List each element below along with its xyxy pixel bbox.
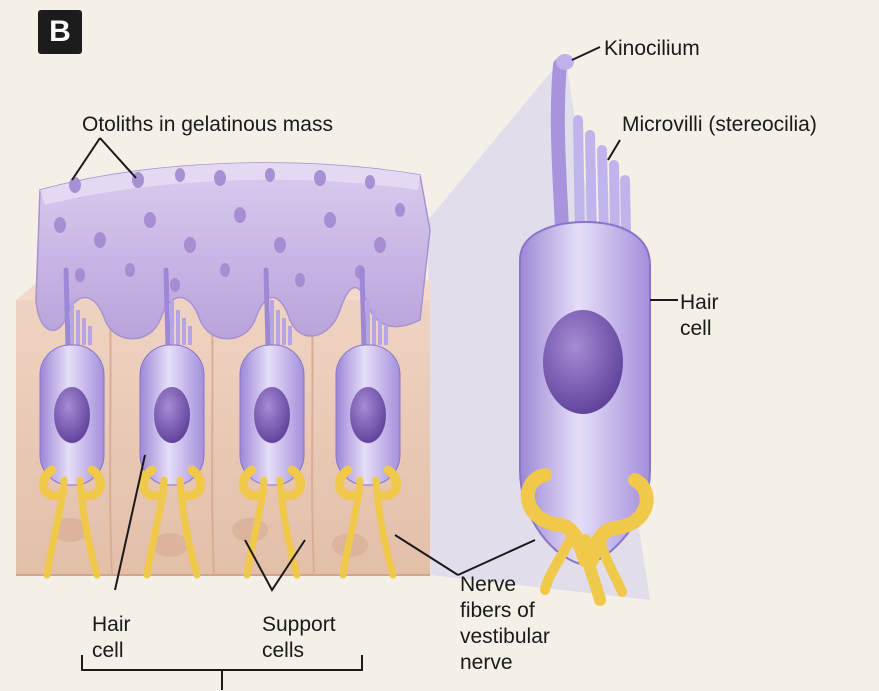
support-cells-label: Support cells — [262, 613, 336, 662]
bracket — [81, 655, 363, 690]
nucleus — [543, 310, 623, 414]
panel-label: B — [38, 10, 82, 54]
support-cells-leader — [244, 539, 306, 592]
small-hair-cell — [38, 267, 106, 579]
small-hair-cell — [138, 267, 206, 579]
otoliths-leader — [71, 137, 137, 181]
stereocilia — [573, 115, 631, 240]
hair-cell-right-label: Hair cell — [680, 291, 719, 340]
nerve-fibers-label: Nerve fibers of vestibular nerve — [460, 573, 550, 674]
leader-lines — [71, 46, 678, 690]
microvilli-label: Microvilli (stereocilia) — [622, 113, 817, 136]
hair-cells-row — [38, 267, 402, 579]
otoliths — [54, 168, 405, 292]
small-hair-cell — [238, 267, 306, 579]
small-hair-cell — [334, 267, 402, 579]
nerve-fibers-leader — [394, 534, 536, 576]
magnified-hair-cell — [519, 54, 654, 606]
microvilli-leader — [607, 139, 621, 161]
hair-cell-bottom-leader — [114, 454, 146, 591]
hair-cell-bottom-label: Hair cell — [92, 613, 131, 662]
otoliths-label: Otoliths in gelatinous mass — [82, 113, 333, 136]
kinocilium — [550, 58, 569, 237]
nerve-fibers — [520, 468, 654, 606]
kinocilium-label: Kinocilium — [604, 37, 700, 60]
kinocilium-leader — [571, 46, 601, 61]
